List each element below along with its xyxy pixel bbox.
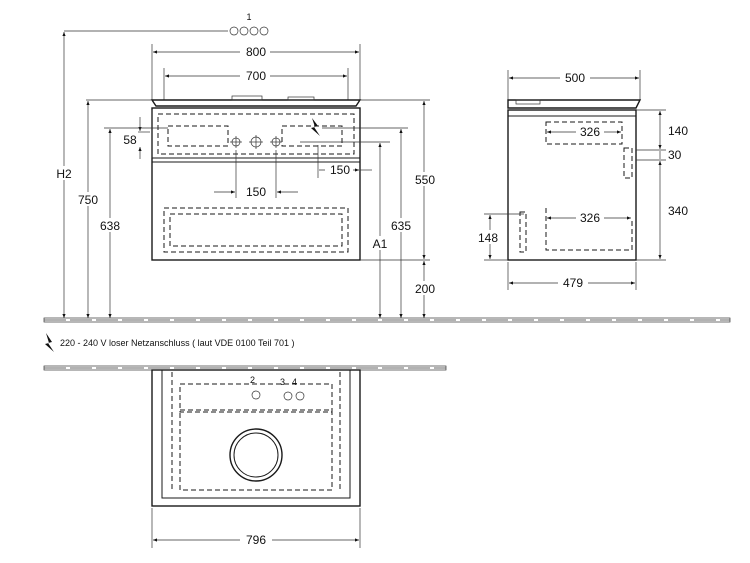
callout-1-label: 1 [246, 12, 251, 22]
dim-140-label: 140 [668, 124, 688, 138]
dim-150-right-label: 150 [330, 163, 350, 177]
dim-479-label: 479 [563, 276, 583, 290]
upper-drawer-inner [157, 113, 355, 155]
callout-2-label: 2 [250, 375, 255, 385]
callout-4-label: 4 [292, 377, 297, 387]
side-siphon-area [623, 147, 633, 179]
lower-drawer-inner-2 [169, 213, 343, 247]
siphon-cutout-inner [233, 432, 279, 478]
dim-58-label: 58 [123, 133, 137, 147]
side-lower-post [519, 211, 527, 253]
top-view-upper-cutout [179, 383, 333, 413]
siphon-cutout-outer [229, 428, 283, 482]
upper-cutout-left [167, 125, 229, 147]
side-lower-inner [545, 208, 633, 251]
side-view: 500 326 326 140 30 340 [474, 70, 688, 290]
dim-326-top-label: 326 [580, 125, 600, 139]
callout-1-symbol: 1 [229, 12, 269, 36]
connection-2 [251, 390, 261, 400]
a1-label: A1 [373, 237, 388, 251]
lower-drawer-inner [163, 207, 349, 253]
connection-3 [283, 391, 293, 401]
dim-200-label: 200 [415, 282, 435, 296]
note-text: 220 - 240 V loser Netzanschluss ( laut V… [60, 338, 294, 348]
basin-bowl-edge [231, 95, 263, 101]
front-view: 1 800 700 [52, 12, 438, 318]
dim-340-label: 340 [668, 204, 688, 218]
top-view-outer [151, 369, 361, 507]
dim-635-label: 635 [391, 219, 411, 233]
dim-796-label: 796 [246, 533, 266, 547]
side-upper-inner [545, 121, 623, 145]
washbasin-top [150, 99, 362, 107]
top-view-inner [161, 369, 351, 499]
callout-3-label: 3 [280, 377, 285, 387]
dim-550-label: 550 [415, 173, 435, 187]
basin-drain-edge [287, 96, 315, 101]
side-cabinet-body [507, 109, 637, 261]
side-countertop [507, 99, 642, 109]
top-view: 2 3 4 796 [151, 369, 361, 548]
dim-638-label: 638 [100, 219, 120, 233]
floor-line-upper [43, 317, 731, 323]
supply-connections [230, 135, 282, 149]
connection-4 [295, 391, 305, 401]
cabinet-body [151, 107, 361, 261]
dim-148-label: 148 [478, 231, 498, 245]
dim-30-label: 30 [668, 148, 682, 162]
side-bowl [515, 99, 541, 105]
dim-150-center-label: 150 [246, 185, 266, 199]
electrical-note: 220 - 240 V loser Netzanschluss ( laut V… [45, 333, 294, 352]
electrical-lightning-icon [311, 118, 320, 136]
dim-326-bottom-label: 326 [580, 211, 600, 225]
h2-label: H2 [56, 167, 72, 181]
dim-500-label: 500 [565, 71, 585, 85]
dim-750-label: 750 [78, 193, 98, 207]
top-view-drawer [179, 409, 333, 491]
dim-700-label: 700 [246, 69, 266, 83]
dim-800-label: 800 [246, 45, 266, 59]
upper-cutout-right [281, 125, 343, 147]
note-lightning-icon [45, 333, 54, 352]
